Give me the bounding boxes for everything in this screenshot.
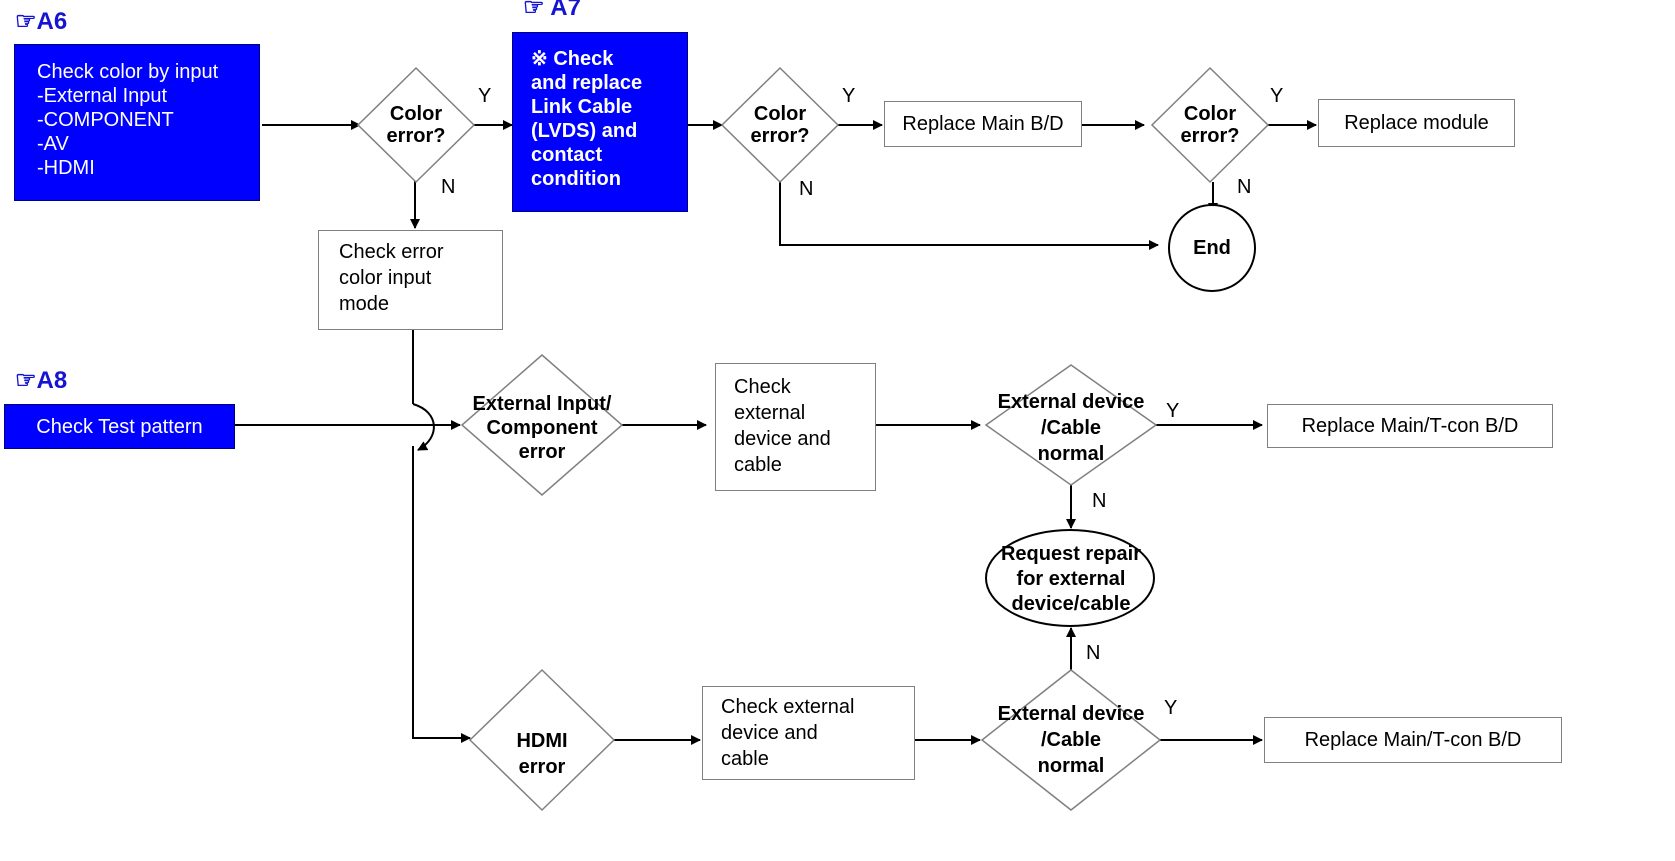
box-line: condition bbox=[531, 168, 621, 190]
decision-hdmi-error-shape bbox=[468, 668, 616, 812]
decision-line: HDMI bbox=[516, 730, 568, 752]
box-label: Replace Main/T-con B/D bbox=[1304, 729, 1522, 751]
replace-module-box: Replace module bbox=[1318, 99, 1515, 147]
box-label: Replace Main B/D bbox=[902, 113, 1064, 135]
box-line: cable bbox=[721, 748, 769, 770]
decision-ext-normal-2: External device /Cable normal bbox=[976, 700, 1166, 780]
box-line: ※ Check bbox=[531, 48, 614, 70]
decision-hdmi-error: HDMI error bbox=[480, 726, 604, 782]
box-line: device and bbox=[721, 722, 818, 744]
ref-a6: ☞A6 bbox=[15, 8, 68, 35]
decision-color-error-2-shape bbox=[720, 66, 840, 184]
box-line: -HDMI bbox=[37, 157, 95, 179]
terminal-line: Request repair bbox=[1000, 542, 1142, 565]
replace-main-tcon-box-2: Replace Main/T-con B/D bbox=[1264, 717, 1562, 763]
decision-line: Component bbox=[486, 417, 598, 439]
box-label: Replace Main/T-con B/D bbox=[1301, 415, 1519, 437]
box-line: -COMPONENT bbox=[37, 109, 174, 131]
replace-main-tcon-box-1: Replace Main/T-con B/D bbox=[1267, 404, 1553, 448]
edge-label-yes: Y bbox=[478, 85, 492, 107]
arrow-decision2-to-end bbox=[779, 182, 1159, 250]
edge-label-no: N bbox=[1237, 176, 1252, 198]
check-test-pattern-box: Check Test pattern bbox=[4, 404, 235, 449]
decision-line: error bbox=[518, 441, 566, 463]
box-line: contact bbox=[531, 144, 603, 166]
decision-line: error bbox=[518, 756, 566, 778]
box-line: -External Input bbox=[37, 85, 168, 107]
decision-line: Color bbox=[389, 103, 443, 125]
check-external-device-box-1: Check external device and cable bbox=[715, 363, 876, 491]
decision-line: External Input/ bbox=[472, 393, 612, 415]
box-line: device and bbox=[734, 428, 831, 450]
edge-label-yes: Y bbox=[1166, 400, 1180, 422]
edge-label-no: N bbox=[1086, 642, 1101, 664]
decision-line: Color bbox=[753, 103, 807, 125]
box-line: -AV bbox=[37, 133, 69, 155]
edge-label-no: N bbox=[441, 176, 456, 198]
box-line: color input bbox=[339, 267, 432, 289]
edge-label-yes: Y bbox=[1164, 697, 1178, 719]
arrow-to-hdmi-error bbox=[412, 446, 471, 743]
box-label: Check Test pattern bbox=[36, 415, 203, 438]
decision-line: normal bbox=[1037, 755, 1105, 777]
decision-color-error-3: Color error? bbox=[1152, 95, 1268, 155]
decision-color-error-1: Color error? bbox=[358, 95, 474, 155]
box-line: Check error bbox=[339, 241, 444, 263]
decision-line: error? bbox=[386, 125, 446, 147]
box-line: mode bbox=[339, 293, 390, 315]
end-terminal-shape bbox=[1168, 204, 1256, 292]
edge-label-no: N bbox=[799, 178, 814, 200]
decision-color-error-1-shape bbox=[356, 66, 476, 184]
box-line: Link Cable bbox=[531, 96, 633, 118]
terminal-label: End bbox=[1193, 237, 1231, 259]
decision-ext-comp-error-shape bbox=[460, 354, 624, 496]
decision-line: /Cable bbox=[1040, 729, 1102, 751]
ref-a8: ☞A8 bbox=[15, 367, 68, 394]
decision-line: error? bbox=[1180, 125, 1240, 147]
decision-line: Color bbox=[1183, 103, 1237, 125]
decision-line: External device bbox=[997, 703, 1145, 725]
check-external-device-box-2: Check external device and cable bbox=[702, 686, 915, 780]
decision-ext-normal-1-shape bbox=[984, 364, 1158, 486]
edge-label-no: N bbox=[1092, 490, 1107, 512]
decision-line: normal bbox=[1037, 443, 1105, 465]
box-line: and replace bbox=[531, 72, 643, 94]
decision-line: error? bbox=[750, 125, 810, 147]
request-repair-terminal: Request repair for external device/cable bbox=[982, 540, 1160, 618]
replace-main-bd-box: Replace Main B/D bbox=[884, 101, 1082, 147]
decision-line: /Cable bbox=[1040, 417, 1102, 439]
decision-ext-normal-1: External device /Cable normal bbox=[976, 388, 1166, 468]
box-line: Check color by input bbox=[37, 61, 219, 83]
box-line: external bbox=[734, 402, 806, 424]
decision-ext-comp-error: External Input/ Component error bbox=[447, 388, 637, 468]
ref-a7: ☞ A7 bbox=[523, 0, 581, 21]
box-label: Replace module bbox=[1344, 112, 1489, 134]
box-line: Check external bbox=[721, 696, 855, 718]
box-line: Check bbox=[734, 376, 791, 398]
check-error-mode-box: Check error color input mode bbox=[318, 230, 503, 330]
box-line: (LVDS) and bbox=[531, 120, 638, 142]
box-line: cable bbox=[734, 454, 782, 476]
check-link-cable-box: ※ Check and replace Link Cable (LVDS) an… bbox=[512, 32, 688, 212]
line-crossover-hop bbox=[412, 403, 435, 451]
decision-color-error-3-shape bbox=[1150, 66, 1270, 184]
request-repair-terminal-shape bbox=[985, 529, 1155, 627]
check-color-box: Check color by input -External Input -CO… bbox=[14, 44, 260, 201]
decision-ext-normal-2-shape bbox=[980, 669, 1162, 811]
terminal-line: for external bbox=[1016, 567, 1126, 590]
decision-color-error-2: Color error? bbox=[722, 95, 838, 155]
terminal-line: device/cable bbox=[1011, 592, 1131, 615]
edge-label-yes: Y bbox=[1270, 85, 1284, 107]
end-terminal: End bbox=[1170, 235, 1254, 261]
decision-line: External device bbox=[997, 391, 1145, 413]
edge-label-yes: Y bbox=[842, 85, 856, 107]
